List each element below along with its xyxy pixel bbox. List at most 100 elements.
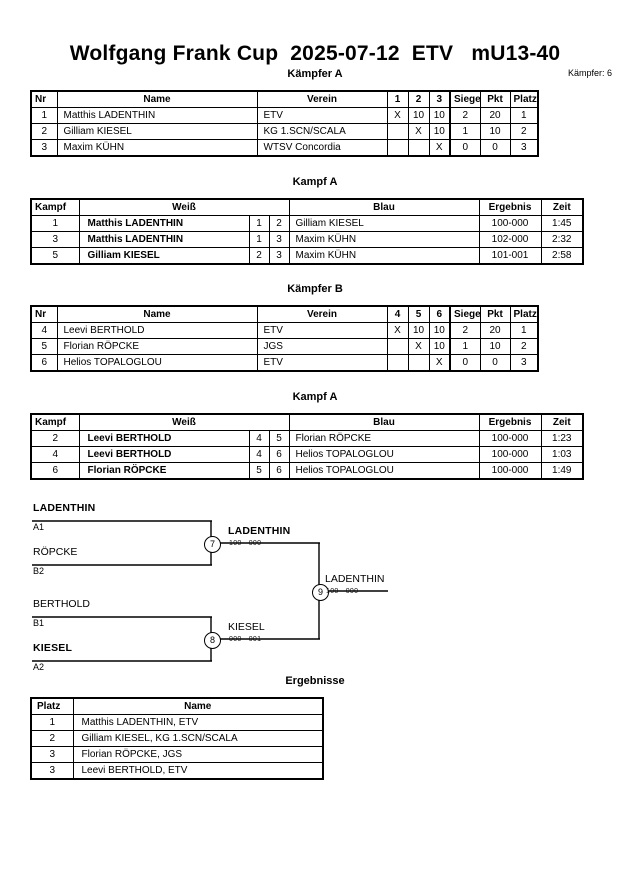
cell-vs-3: 10 (428, 123, 451, 140)
table-row: 5 Florian RÖPCKE JGS X 10 1 10 2 (30, 338, 539, 355)
cell-siege: 2 (449, 322, 481, 339)
cell-vs-5 (407, 354, 430, 372)
cell-vs-1 (386, 123, 409, 140)
cell-platz: 2 (509, 123, 539, 140)
table-row: 1 Matthis LADENTHIN 1 2 Gilliam KIESEL 1… (30, 215, 584, 232)
cell-platz: 2 (30, 730, 74, 747)
bracket-entrant-seed: B2 (33, 566, 45, 576)
cell-pkt: 0 (479, 354, 511, 372)
cell-vs-3: 10 (428, 107, 451, 124)
cell-kampf-nr: 6 (30, 462, 80, 480)
cell-blau-nr: 2 (268, 215, 290, 232)
cell-name: Florian RÖPCKE (56, 338, 258, 355)
cell-vs-5: X (407, 338, 430, 355)
cell-blau-nr: 3 (268, 231, 290, 248)
table-row: 3 Florian RÖPCKE, JGS (30, 746, 324, 763)
fighter-count-label: Kämpfer: 6 (567, 68, 612, 78)
col-pkt: Pkt (479, 305, 511, 323)
cell-ergebnis: 102-000 (478, 231, 542, 248)
kampf-a-1-table: Kampf Weiß Blau Ergebnis Zeit 1 Matthis … (30, 198, 585, 265)
cell-verein: ETV (256, 107, 388, 124)
cell-platz: 1 (30, 714, 74, 731)
cell-weiss-nr: 1 (248, 231, 270, 248)
bracket-match-number: 7 (204, 536, 221, 553)
section-caption-pool-b: Kämpfer B (287, 283, 343, 295)
cell-siege: 1 (449, 338, 481, 355)
bracket-match-winner: LADENTHIN (228, 525, 291, 537)
col-zeit: Zeit (540, 413, 584, 431)
cell-pkt: 10 (479, 123, 511, 140)
cell-platz: 1 (509, 322, 539, 339)
cell-siege: 0 (449, 139, 481, 157)
col-verein: Verein (256, 90, 388, 108)
cell-name: Leevi BERTHOLD (56, 322, 258, 339)
col-ergebnis: Ergebnis (478, 413, 542, 431)
col-nr: Nr (30, 305, 58, 323)
cell-vs-2: 10 (407, 107, 430, 124)
cell-weiss: Florian RÖPCKE (78, 462, 250, 480)
cell-nr: 4 (30, 322, 58, 339)
table-row: 3 Matthis LADENTHIN 1 3 Maxim KÜHN 102-0… (30, 231, 584, 248)
cell-name: Leevi BERTHOLD, ETV (72, 762, 324, 780)
cell-nr: 1 (30, 107, 58, 124)
cell-platz: 2 (509, 338, 539, 355)
tournament-bracket: LADENTHIN A1 RÖPCKE B2 BERTHOLD B1 KIESE… (0, 495, 630, 675)
cell-platz: 3 (509, 139, 539, 157)
bracket-entrant-name: RÖPCKE (33, 546, 78, 558)
table-row: 5 Gilliam KIESEL 2 3 Maxim KÜHN 101-001 … (30, 247, 584, 265)
col-blau: Blau (288, 198, 480, 216)
bracket-entrant-seed: A1 (33, 522, 45, 532)
bracket-match-score: 000 - 001 (229, 636, 262, 643)
bracket-match-winner: KIESEL (228, 621, 265, 633)
cell-blau-nr: 5 (268, 430, 290, 447)
col-opponent-5: 5 (407, 305, 430, 323)
cell-weiss-nr: 1 (248, 215, 270, 232)
col-nr: Nr (30, 90, 58, 108)
col-opponent-3: 3 (428, 90, 451, 108)
cell-name: Helios TOPALOGLOU (56, 354, 258, 372)
col-weiss: Weiß (78, 198, 290, 216)
cell-kampf-nr: 5 (30, 247, 80, 265)
cell-pkt: 0 (479, 139, 511, 157)
col-siege: Siege (449, 305, 481, 323)
cell-blau: Maxim KÜHN (288, 231, 480, 248)
section-caption-pool-a: Kämpfer A (287, 68, 343, 80)
cell-vs-1 (386, 139, 409, 157)
cell-blau: Maxim KÜHN (288, 247, 480, 265)
results-table: Platz Name 1 Matthis LADENTHIN, ETV 2 Gi… (30, 697, 324, 780)
cell-platz: 3 (30, 762, 74, 780)
cell-ergebnis: 100-000 (478, 462, 542, 480)
col-zeit: Zeit (540, 198, 584, 216)
cell-verein: JGS (256, 338, 388, 355)
bracket-entrant-name: KIESEL (33, 642, 73, 654)
table-row: 6 Helios TOPALOGLOU ETV X 0 0 3 (30, 354, 539, 372)
cell-pkt: 20 (479, 322, 511, 339)
cell-ergebnis: 100-000 (478, 215, 542, 232)
cell-weiss: Matthis LADENTHIN (78, 231, 250, 248)
cell-vs-4: X (386, 322, 409, 339)
table-header-row: Kampf Weiß Blau Ergebnis Zeit (30, 413, 584, 431)
table-row: 4 Leevi BERTHOLD ETV X 10 10 2 20 1 (30, 322, 539, 339)
table-row: 1 Matthis LADENTHIN ETV X 10 10 2 20 1 (30, 107, 539, 124)
cell-kampf-nr: 4 (30, 446, 80, 463)
col-siege: Siege (449, 90, 481, 108)
cell-vs-1: X (386, 107, 409, 124)
table-row: 1 Matthis LADENTHIN, ETV (30, 714, 324, 731)
col-platz: Platz (509, 90, 539, 108)
table-row: 3 Leevi BERTHOLD, ETV (30, 762, 324, 780)
cell-name: Matthis LADENTHIN (56, 107, 258, 124)
cell-zeit: 2:32 (540, 231, 584, 248)
pool-a-table: Nr Name Verein 1 2 3 Siege Pkt Platz 1 M… (30, 90, 539, 157)
table-row: 4 Leevi BERTHOLD 4 6 Helios TOPALOGLOU 1… (30, 446, 584, 463)
col-weiss: Weiß (78, 413, 290, 431)
cell-weiss: Leevi BERTHOLD (78, 446, 250, 463)
col-name: Name (56, 305, 258, 323)
cell-siege: 1 (449, 123, 481, 140)
cell-blau: Florian RÖPCKE (288, 430, 480, 447)
cell-name: Gilliam KIESEL, KG 1.SCN/SCALA (72, 730, 324, 747)
bracket-entrant-seed: A2 (33, 662, 45, 672)
cell-vs-6: 10 (428, 338, 451, 355)
cell-kampf-nr: 2 (30, 430, 80, 447)
cell-vs-2 (407, 139, 430, 157)
bracket-connectors (32, 520, 388, 662)
